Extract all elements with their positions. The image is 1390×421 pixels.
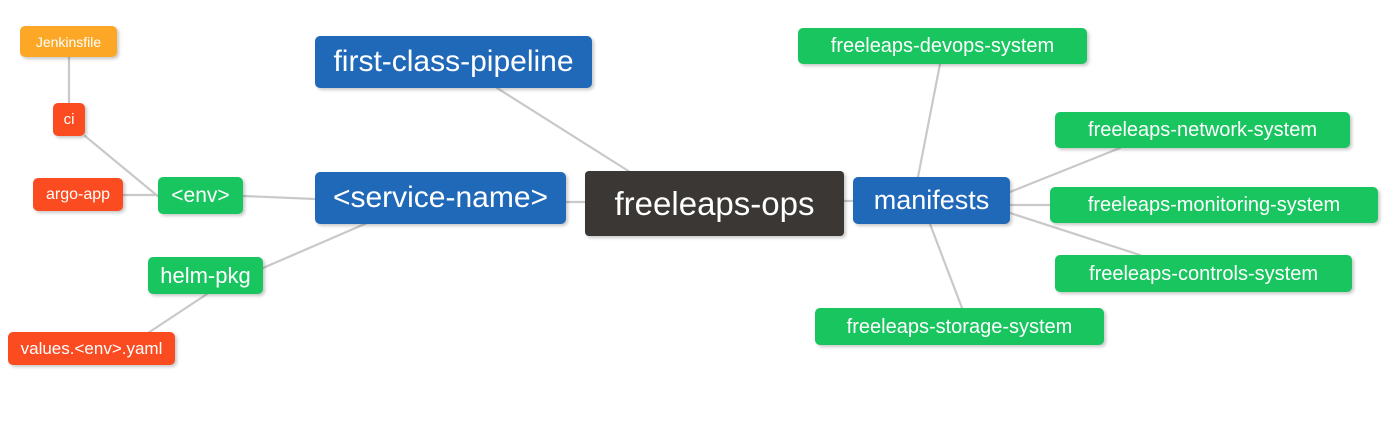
node-freeleaps-storage-system-label: freeleaps-storage-system — [846, 315, 1073, 338]
node-freeleaps-ops-root[interactable]: freeleaps-ops — [585, 171, 844, 236]
node-ci-label: ci — [63, 111, 75, 128]
node-freeleaps-network-system[interactable]: freeleaps-network-system — [1055, 112, 1350, 148]
node-manifests-label: manifests — [873, 185, 990, 215]
node-jenkinsfile-label: Jenkinsfile — [35, 33, 102, 50]
node-freeleaps-network-system-label: freeleaps-network-system — [1088, 119, 1317, 141]
node-helm-pkg-label: helm-pkg — [160, 262, 251, 288]
edge-helmpkg-valuesyaml — [146, 292, 209, 335]
edge-servicename-helmpkg — [261, 218, 376, 270]
node-freeleaps-monitoring-system-label: freeleaps-monitoring-system — [1087, 194, 1341, 216]
edge-env-servicename — [241, 194, 317, 201]
edge-manifests-storagesystem — [928, 222, 964, 310]
node-values-yaml[interactable]: values.<env>.yaml — [8, 332, 175, 365]
edge-manifests-networksystem — [1008, 146, 1122, 194]
node-first-class-pipeline-label: first-class-pipeline — [333, 45, 574, 78]
node-ci[interactable]: ci — [53, 103, 85, 136]
edge-firstclasspipeline-root — [495, 86, 632, 174]
node-freeleaps-storage-system[interactable]: freeleaps-storage-system — [815, 308, 1104, 345]
edge-manifests-devopssystem — [916, 62, 942, 179]
node-freeleaps-monitoring-system[interactable]: freeleaps-monitoring-system — [1050, 187, 1378, 223]
node-argo-app-label: argo-app — [45, 185, 111, 203]
node-service-name-label: <service-name> — [332, 181, 549, 214]
node-env[interactable]: <env> — [158, 177, 243, 214]
node-manifests[interactable]: manifests — [853, 177, 1010, 224]
node-env-label: <env> — [171, 184, 230, 207]
node-values-yaml-label: values.<env>.yaml — [20, 339, 163, 358]
node-helm-pkg[interactable]: helm-pkg — [148, 257, 263, 294]
node-freeleaps-controls-system-label: freeleaps-controls-system — [1089, 262, 1318, 285]
node-freeleaps-ops-root-label: freeleaps-ops — [614, 185, 815, 222]
node-service-name[interactable]: <service-name> — [315, 172, 566, 224]
node-argo-app[interactable]: argo-app — [33, 178, 123, 211]
node-freeleaps-devops-system[interactable]: freeleaps-devops-system — [798, 28, 1087, 64]
node-freeleaps-controls-system[interactable]: freeleaps-controls-system — [1055, 255, 1352, 292]
node-first-class-pipeline[interactable]: first-class-pipeline — [315, 36, 592, 88]
node-freeleaps-devops-system-label: freeleaps-devops-system — [830, 35, 1055, 57]
node-jenkinsfile[interactable]: Jenkinsfile — [20, 26, 117, 57]
